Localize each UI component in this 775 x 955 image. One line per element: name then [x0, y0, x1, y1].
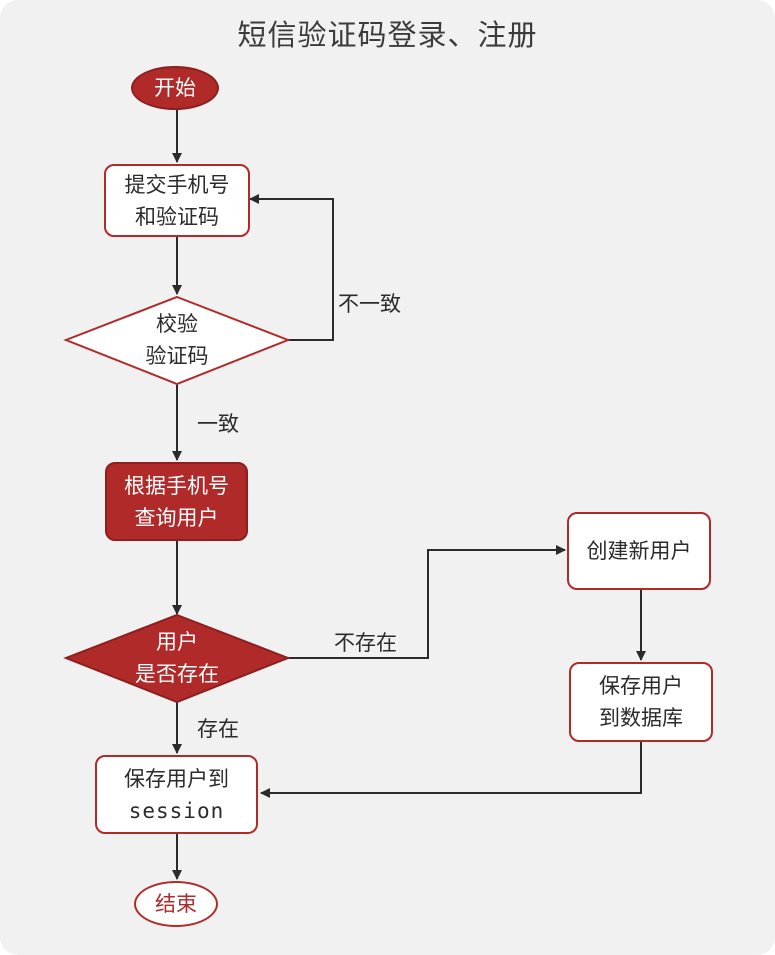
edge-label-mismatch: 不一致	[338, 292, 401, 316]
end-node: 结束	[134, 881, 218, 927]
exists-diamond	[63, 613, 291, 704]
edge-save-db-to-session	[260, 742, 642, 798]
create-user-node: 创建新用户	[567, 512, 711, 590]
save-session-label-line2: session	[128, 798, 225, 823]
start-node: 开始	[131, 66, 219, 110]
edge-exists-to-create	[288, 545, 566, 659]
submit-label-line2: 和验证码	[135, 204, 219, 229]
save-db-node: 保存用户 到数据库	[569, 662, 713, 742]
verify-diamond	[63, 295, 291, 386]
create-user-label: 创建新用户	[586, 539, 692, 563]
verify-node: 校验 验证码	[66, 305, 288, 375]
exists-label-line2: 是否存在	[135, 662, 219, 686]
save-db-label-line2: 到数据库	[599, 706, 683, 730]
submit-label-line1: 提交手机号	[124, 172, 230, 197]
query-label-line1: 根据手机号	[124, 473, 229, 498]
start-label: 开始	[154, 76, 196, 100]
query-node: 根据手机号 查询用户	[105, 462, 248, 541]
edge-label-not-exists: 不存在	[334, 631, 397, 655]
save-session-node: 保存用户到 session	[95, 755, 258, 834]
submit-node: 提交手机号 和验证码	[104, 164, 250, 237]
query-label-line2: 查询用户	[134, 505, 219, 530]
edge-label-match: 一致	[197, 412, 239, 436]
diagram-title: 短信验证码登录、注册	[237, 18, 538, 52]
verify-label-line1: 校验	[156, 312, 198, 336]
save-session-label-line1: 保存用户到	[124, 766, 229, 791]
exists-label-line1: 用户	[156, 630, 198, 654]
exists-node: 用户 是否存在	[66, 623, 288, 693]
save-db-label-line1: 保存用户	[599, 674, 683, 698]
end-label: 结束	[155, 892, 197, 916]
edge-label-exists: 存在	[197, 717, 239, 741]
verify-label-line2: 验证码	[145, 344, 209, 368]
edge-verify-mismatch-loop	[249, 194, 334, 341]
